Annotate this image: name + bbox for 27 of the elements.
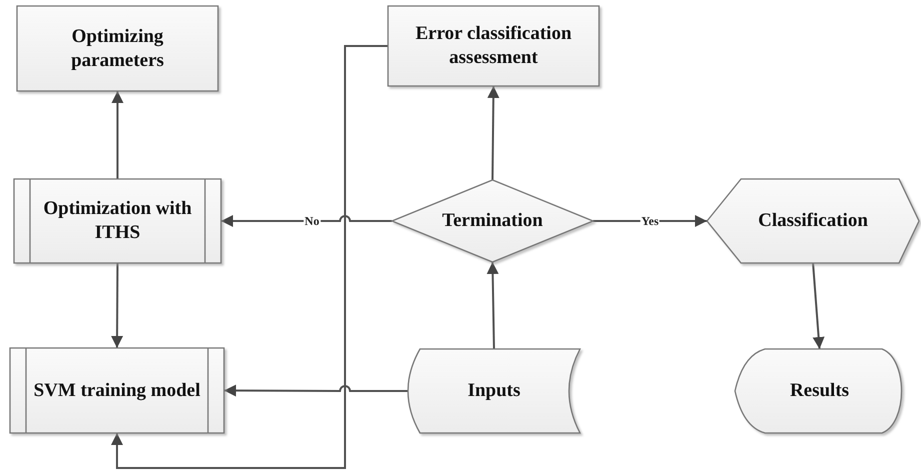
arrow — [486, 262, 499, 350]
preparation-hexagon — [707, 179, 919, 263]
arrow — [111, 45, 388, 469]
stored-data-shape — [408, 349, 580, 433]
node-label: Optimization with ITHS — [42, 197, 193, 245]
process-box — [388, 6, 599, 86]
arrow — [111, 263, 124, 348]
display-shape — [735, 349, 904, 433]
arrow — [112, 91, 124, 179]
edge-label: Yes — [640, 214, 660, 228]
process-box — [17, 6, 218, 91]
node-label: Optimizing parameters — [70, 24, 165, 72]
node-label: Inputs — [466, 379, 522, 403]
arrow — [593, 215, 707, 227]
edge-label: No — [304, 214, 320, 228]
decision-diamond — [392, 180, 593, 262]
arrow — [487, 86, 500, 180]
node-label: SVM training model — [32, 378, 202, 402]
node-label: Error classification assessment — [414, 22, 573, 70]
node-label: Results — [788, 379, 850, 403]
arrow — [221, 214, 392, 227]
node-label: Termination — [441, 209, 544, 233]
arrow — [812, 262, 825, 350]
predefined-process-box — [14, 179, 221, 263]
node-label: Classification — [757, 209, 869, 233]
arrow — [224, 384, 408, 397]
predefined-process-box — [10, 348, 224, 433]
